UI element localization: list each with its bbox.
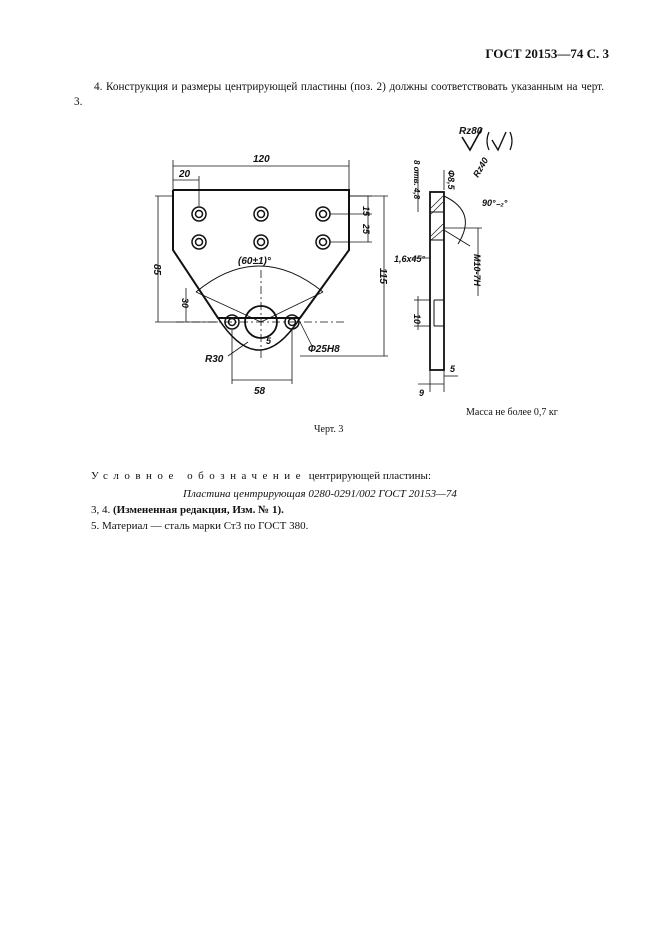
dim-phi25: Ф25Н8 xyxy=(308,344,340,355)
mass-note: Масса не более 0,7 кг xyxy=(466,407,558,418)
dim-rz40: Rz40 xyxy=(471,156,490,179)
dim-85: 85 xyxy=(151,264,162,276)
amendment-prefix: 3, 4. xyxy=(91,504,113,516)
roughness-rz80: Rz80 xyxy=(459,126,483,137)
amendment-line: 3, 4. (Измененная редакция, Изм. № 1). xyxy=(91,504,284,516)
dim-9: 9 xyxy=(419,388,424,398)
designation-value: Пластина центрирующая 0280-0291/002 ГОСТ… xyxy=(183,488,457,500)
hub-arc xyxy=(217,317,301,351)
dim-90: 90°₋₂° xyxy=(482,198,508,208)
dim-5b: 5 xyxy=(450,364,456,374)
technical-drawing: 120 20 15 25 85 115 30 58 (60±1)° R30 Ф2… xyxy=(151,126,513,398)
dim-15: 15 xyxy=(361,206,371,217)
material-line: 5. Материал — сталь марки Ст3 по ГОСТ 38… xyxy=(91,520,309,532)
designation-rest: центрирующей пластины: xyxy=(306,470,431,482)
dim-5: 5 xyxy=(266,336,272,346)
dim-thread: М10-7Н xyxy=(472,254,482,287)
paragraph-4: 4. Конструкция и размеры центрирующей пл… xyxy=(74,81,604,108)
dim-25: 25 xyxy=(361,223,371,235)
designation-heading: Условное обозначение центрирующей пласти… xyxy=(91,470,431,482)
figure-caption: Черт. 3 xyxy=(314,424,344,435)
dim-120: 120 xyxy=(253,154,270,165)
holes xyxy=(191,206,331,330)
dim-holes: 8 отв. 4,8 xyxy=(412,160,421,200)
amendment-note: (Измененная редакция, Изм. № 1). xyxy=(113,504,284,516)
dim-phi85: Ф8,5 xyxy=(446,170,456,191)
dim-r30: R30 xyxy=(205,354,224,365)
dim-10: 10 xyxy=(412,314,422,324)
designation-label: Условное обозначение xyxy=(91,470,307,482)
dim-20: 20 xyxy=(178,169,191,180)
dim-angle: (60±1)° xyxy=(238,256,272,267)
dim-chamfer: 1,6х45° xyxy=(394,254,426,264)
side-view xyxy=(429,191,445,371)
dim-115: 115 xyxy=(377,268,388,284)
page-header: ГОСТ 20153—74 С. 3 xyxy=(485,46,609,61)
dim-58: 58 xyxy=(254,386,266,397)
dim-30: 30 xyxy=(180,298,190,308)
angle-arc xyxy=(195,265,324,293)
